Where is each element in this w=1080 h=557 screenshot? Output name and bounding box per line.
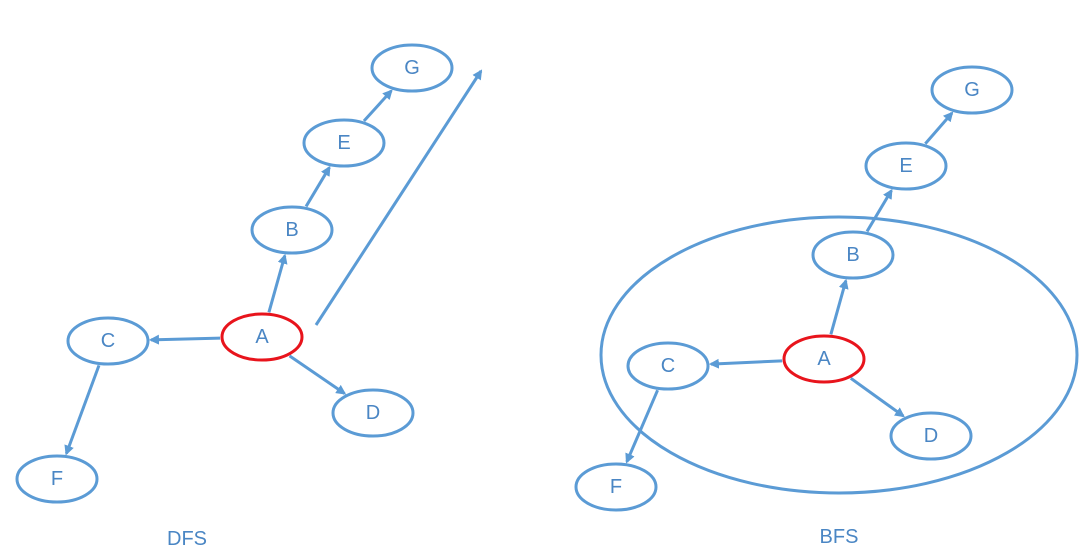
dfs-node-f-shape bbox=[15, 454, 99, 504]
bfs-node-d: D bbox=[889, 411, 973, 461]
bfs-edge-a-c bbox=[708, 358, 783, 369]
bfs-node-g-shape bbox=[930, 65, 1014, 115]
bfs-node-e: E bbox=[864, 141, 948, 191]
dfs-caption: DFS bbox=[167, 528, 207, 550]
dfs-node-f: F bbox=[15, 454, 99, 504]
dfs-node-c: C bbox=[66, 316, 150, 366]
dfs-node-e: E bbox=[302, 118, 386, 168]
dfs-node-a: A bbox=[220, 312, 304, 362]
bfs-first-level-ring bbox=[599, 215, 1079, 495]
bfs-node-g-label: G bbox=[964, 79, 980, 101]
bfs-node-d-shape bbox=[889, 411, 973, 461]
dfs-node-e-shape bbox=[302, 118, 386, 168]
dfs-edge-b-e bbox=[304, 165, 331, 208]
bfs-edge-e-g bbox=[924, 111, 954, 145]
dfs-depth-direction-arrow bbox=[314, 69, 483, 326]
dfs-node-g-label: G bbox=[404, 57, 420, 79]
bfs-edge-c-f bbox=[625, 389, 659, 464]
dfs-edge-e-g bbox=[362, 89, 393, 123]
bfs-node-a-label: A bbox=[817, 348, 831, 370]
bfs-edge-b-e bbox=[865, 188, 893, 233]
dfs-node-b-shape bbox=[250, 205, 334, 255]
dfs-node-a-label: A bbox=[255, 326, 269, 348]
dfs-node-d-shape bbox=[331, 388, 415, 438]
dfs-edge-a-c bbox=[148, 334, 221, 345]
bfs-node-a-shape bbox=[782, 334, 866, 384]
bfs-node-e-label: E bbox=[899, 155, 912, 177]
dfs-node-c-label: C bbox=[101, 330, 115, 352]
dfs-edge-c-f bbox=[64, 364, 101, 456]
dfs-node-b-label: B bbox=[285, 219, 298, 241]
dfs-node-d-label: D bbox=[366, 402, 380, 424]
dfs-diagram: A B C D E F G bbox=[15, 43, 483, 504]
dfs-node-e-label: E bbox=[337, 132, 350, 154]
bfs-node-f: F bbox=[574, 462, 658, 512]
bfs-node-c-shape bbox=[626, 341, 710, 391]
dfs-node-g: G bbox=[370, 43, 454, 93]
bfs-node-c-label: C bbox=[661, 355, 675, 377]
bfs-edge-a-b bbox=[829, 278, 849, 335]
bfs-node-c: C bbox=[626, 341, 710, 391]
bfs-node-g: G bbox=[930, 65, 1014, 115]
dfs-node-b: B bbox=[250, 205, 334, 255]
dfs-node-d: D bbox=[331, 388, 415, 438]
bfs-node-a: A bbox=[782, 334, 866, 384]
bfs-caption: BFS bbox=[820, 526, 859, 548]
dfs-edge-a-b bbox=[267, 253, 288, 313]
bfs-node-e-shape bbox=[864, 141, 948, 191]
dfs-node-g-shape bbox=[370, 43, 454, 93]
dfs-edge-a-d bbox=[288, 354, 347, 395]
bfs-edge-a-d bbox=[849, 377, 905, 418]
bfs-node-f-label: F bbox=[610, 476, 622, 498]
dfs-node-a-shape bbox=[220, 312, 304, 362]
bfs-node-b-shape bbox=[811, 230, 895, 280]
dfs-node-c-shape bbox=[66, 316, 150, 366]
bfs-node-b: B bbox=[811, 230, 895, 280]
bfs-node-f-shape bbox=[574, 462, 658, 512]
bfs-node-b-label: B bbox=[846, 244, 859, 266]
bfs-diagram: A B C D E F G bbox=[574, 65, 1079, 512]
bfs-node-d-label: D bbox=[924, 425, 938, 447]
dfs-node-f-label: F bbox=[51, 468, 63, 490]
